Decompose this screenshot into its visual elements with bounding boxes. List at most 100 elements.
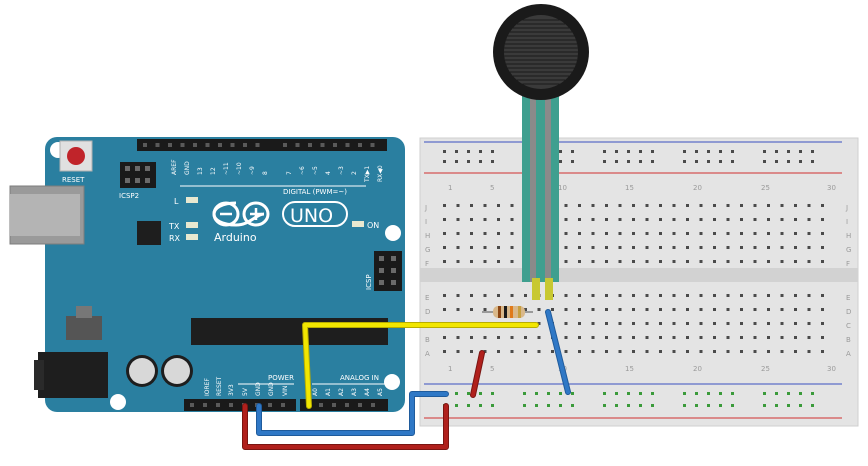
rail-hole bbox=[455, 392, 458, 395]
mounting-hole bbox=[385, 225, 401, 241]
pin-label: TX▶1 bbox=[364, 166, 371, 183]
breadboard-hole bbox=[564, 218, 568, 221]
header-pin bbox=[255, 143, 260, 147]
wire-gnd bbox=[257, 392, 448, 435]
breadboard-hole bbox=[632, 260, 635, 263]
breadboard-hole bbox=[794, 294, 797, 297]
breadboard-hole bbox=[794, 204, 797, 207]
breadboard-hole bbox=[564, 322, 568, 325]
digital-header bbox=[137, 139, 387, 151]
breadboard-hole bbox=[780, 218, 784, 221]
row-letter: I bbox=[846, 218, 848, 226]
breadboard-hole bbox=[807, 294, 811, 297]
rail-hole bbox=[443, 160, 446, 163]
breadboard-hole bbox=[645, 218, 649, 221]
rail-hole bbox=[811, 160, 814, 163]
breadboard-hole bbox=[618, 322, 622, 325]
breadboard-hole bbox=[470, 260, 473, 263]
header-pin bbox=[230, 143, 235, 147]
breadboard-hole bbox=[794, 246, 797, 249]
breadboard-hole bbox=[483, 294, 487, 297]
breadboard-hole bbox=[483, 246, 487, 249]
breadboard-hole bbox=[821, 218, 824, 221]
row-letter: H bbox=[425, 232, 430, 240]
voltage-regulator bbox=[66, 316, 102, 340]
breadboard-center-channel bbox=[420, 268, 858, 282]
row-letter: F bbox=[425, 260, 429, 268]
rail-hole bbox=[811, 404, 814, 407]
breadboard-hole bbox=[699, 336, 703, 339]
breadboard-holes bbox=[443, 150, 824, 407]
rail-hole bbox=[639, 150, 642, 153]
rail-hole bbox=[627, 392, 630, 395]
row-letter: A bbox=[425, 350, 430, 358]
header-pin bbox=[345, 403, 349, 407]
breadboard-hole bbox=[821, 294, 824, 297]
pin-label: A2 bbox=[338, 388, 345, 396]
reset-button-cap[interactable] bbox=[67, 147, 85, 165]
rail-hole bbox=[627, 404, 630, 407]
fsr-trace-left bbox=[530, 92, 536, 282]
breadboard-hole bbox=[686, 232, 689, 235]
row-letter: J bbox=[845, 204, 848, 212]
rail-hole bbox=[467, 392, 470, 395]
breadboard-hole bbox=[483, 308, 487, 311]
rail-hole bbox=[787, 392, 790, 395]
col-number: 30 bbox=[827, 184, 836, 192]
breadboard-hole bbox=[753, 218, 757, 221]
pin-label: IOREF bbox=[204, 378, 211, 396]
col-number: 5 bbox=[490, 184, 494, 192]
breadboard-hole bbox=[537, 350, 541, 353]
rail-hole bbox=[787, 160, 790, 163]
breadboard-hole bbox=[713, 218, 716, 221]
rail-hole bbox=[615, 404, 618, 407]
rail-hole bbox=[775, 150, 778, 153]
pin-label: A1 bbox=[325, 388, 332, 396]
rail-hole bbox=[799, 404, 802, 407]
header-pin bbox=[371, 403, 375, 407]
wire-rail-resistor bbox=[471, 351, 484, 397]
breadboard-hole bbox=[537, 336, 541, 339]
pin-label: ~11 bbox=[223, 162, 230, 175]
breadboard-hole bbox=[821, 322, 824, 325]
breadboard-hole bbox=[618, 218, 622, 221]
led-l bbox=[186, 197, 198, 203]
breadboard-hole bbox=[578, 232, 581, 235]
rail-hole bbox=[467, 160, 470, 163]
rail-hole bbox=[491, 392, 494, 395]
breadboard-hole bbox=[645, 308, 649, 311]
breadboard-hole bbox=[686, 218, 689, 221]
breadboard-hole bbox=[443, 246, 446, 249]
col-number: 25 bbox=[761, 365, 770, 373]
breadboard-hole bbox=[713, 260, 716, 263]
rail-hole bbox=[615, 392, 618, 395]
breadboard-hole bbox=[753, 350, 757, 353]
breadboard-hole bbox=[537, 308, 541, 311]
breadboard-hole bbox=[686, 246, 689, 249]
rail-hole bbox=[639, 160, 642, 163]
breadboard-hole bbox=[564, 204, 568, 207]
breadboard-hole bbox=[564, 260, 568, 263]
reset-label: RESET bbox=[62, 176, 85, 184]
pin-label: RX◀0 bbox=[377, 165, 384, 182]
row-letter: E bbox=[425, 294, 429, 302]
breadboard-hole bbox=[578, 336, 581, 339]
breadboard-hole bbox=[699, 308, 703, 311]
breadboard-hole bbox=[821, 232, 824, 235]
breadboard-hole bbox=[807, 308, 811, 311]
row-letter: J bbox=[424, 204, 427, 212]
breadboard-hole bbox=[470, 246, 473, 249]
power-jack-front bbox=[34, 360, 44, 390]
rail-hole bbox=[651, 392, 654, 395]
breadboard-hole bbox=[497, 294, 500, 297]
breadboard-hole bbox=[740, 294, 743, 297]
header-pin bbox=[268, 403, 272, 407]
breadboard-hole bbox=[726, 218, 730, 221]
breadboard-hole bbox=[767, 294, 770, 297]
rail-hole bbox=[787, 150, 790, 153]
header-pin bbox=[370, 143, 375, 147]
header-pin bbox=[283, 143, 287, 147]
rail-hole bbox=[571, 404, 574, 407]
breadboard-hole bbox=[591, 308, 595, 311]
rail-hole bbox=[719, 160, 722, 163]
